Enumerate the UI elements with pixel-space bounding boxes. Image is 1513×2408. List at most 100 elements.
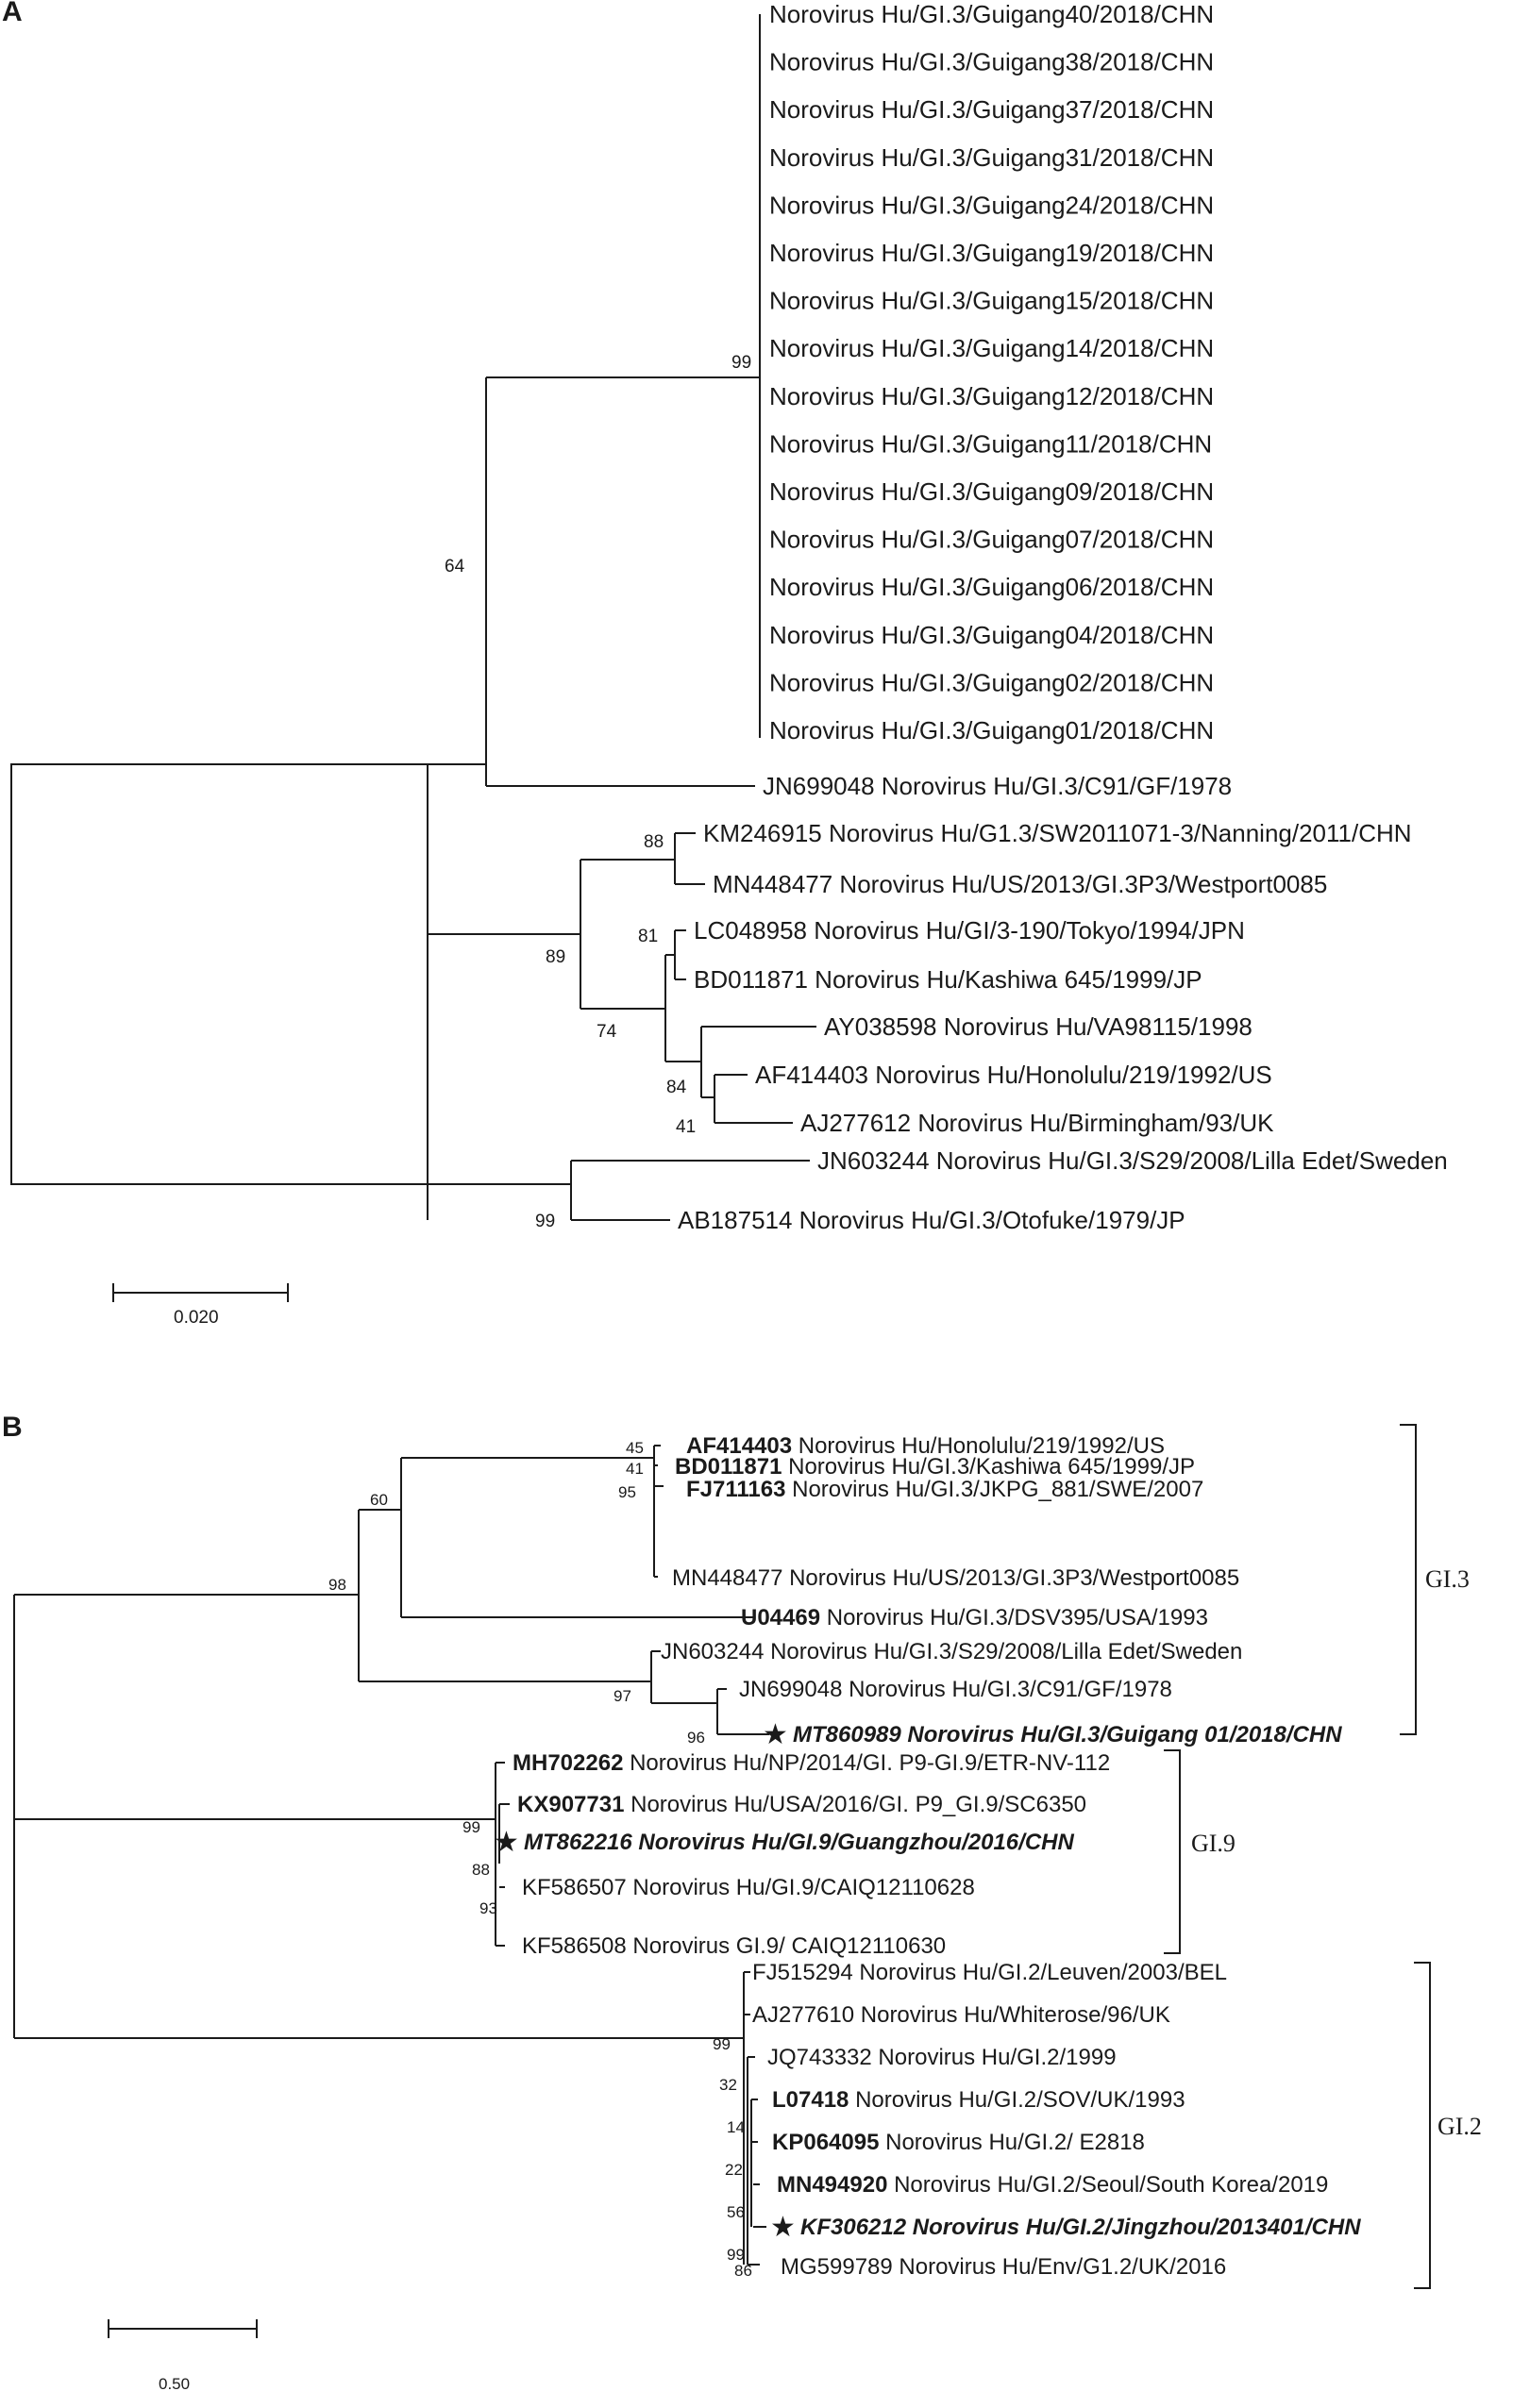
taxon-label: KF586507 Norovirus Hu/GI.9/CAIQ12110628 [522, 1875, 975, 1900]
taxon-label: Norovirus Hu/GI.3/Guigang06/2018/CHN [769, 573, 1214, 601]
taxon-label: KX907731 Norovirus Hu/USA/2016/GI. P9_GI… [517, 1792, 1086, 1817]
taxon-label: Norovirus Hu/GI.3/Guigang12/2018/CHN [769, 382, 1214, 410]
taxon-label: JN603244 Norovirus Hu/GI.3/S29/2008/Lill… [817, 1146, 1448, 1175]
accession-number: FJ711163 [686, 1477, 785, 1502]
taxon-label: Norovirus Hu/GI.3/Guigang11/2018/CHN [769, 429, 1212, 458]
star-icon: ★ [494, 1827, 519, 1858]
accession-number: AF414403 [686, 1433, 792, 1459]
star-icon: ★ [770, 2212, 796, 2243]
taxon-name: Norovirus Hu/USA/2016/GI. P9_GI.9/SC6350 [630, 1792, 1086, 1817]
bootstrap-value: 99 [462, 1818, 480, 1836]
taxon-label: AJ277610 Norovirus Hu/Whiterose/96/UK [752, 2002, 1170, 2028]
panel-a-bootstrap-values: 99 64 88 89 81 74 84 41 99 [445, 353, 751, 1231]
bootstrap-value: 41 [676, 1117, 696, 1137]
panel-b: B [2, 1412, 1482, 2393]
taxon-label: Norovirus Hu/GI.3/Guigang07/2018/CHN [769, 526, 1214, 554]
taxon-label: JN603244 Norovirus Hu/GI.3/S29/2008/Lill… [661, 1639, 1242, 1664]
panel-b-label: B [2, 1412, 23, 1443]
taxon-label: BD011871 Norovirus Hu/GI.3/Kashiwa 645/1… [675, 1454, 1195, 1480]
accession-number: KX907731 [517, 1792, 624, 1817]
panel-a-scale-bar: 0.020 [112, 1283, 289, 1328]
taxon-name: Norovirus Hu/GI.2/SOV/UK/1993 [855, 2087, 1185, 2113]
taxon-name: FJ515294 Norovirus Hu/GI.2/Leuven/2003/B… [752, 1960, 1227, 1985]
taxon-label: BD011871 Norovirus Hu/Kashiwa 645/1999/J… [694, 965, 1202, 994]
taxon-label: Norovirus Hu/GI.3/Guigang37/2018/CHN [769, 95, 1214, 124]
taxon-name: MT860989 Norovirus Hu/GI.3/Guigang 01/20… [793, 1722, 1342, 1747]
group-brackets: GI.3 GI.9 GI.2 [1164, 1424, 1482, 2289]
bootstrap-value: 88 [472, 1861, 490, 1879]
taxon-label: AF414403 Norovirus Hu/Honolulu/219/1992/… [686, 1433, 1165, 1459]
bootstrap-value: 56 [727, 2203, 745, 2221]
taxon-label: Norovirus Hu/GI.3/Guigang14/2018/CHN [769, 334, 1214, 362]
taxon-name: Norovirus Hu/Honolulu/219/1992/US [799, 1433, 1165, 1459]
bootstrap-value: 96 [687, 1729, 705, 1747]
taxon-name: Norovirus Hu/GI.2/ E2818 [885, 2130, 1145, 2155]
taxon-label: JN699048 Norovirus Hu/GI.3/C91/GF/1978 [739, 1677, 1172, 1702]
taxon-name: Norovirus Hu/GI.3/JKPG_881/SWE/2007 [792, 1477, 1203, 1502]
taxon-name: Norovirus Hu/GI.3/DSV395/USA/1993 [827, 1605, 1208, 1630]
bootstrap-value: 84 [666, 1078, 687, 1097]
taxon-label: Norovirus Hu/GI.3/Guigang02/2018/CHN [769, 668, 1214, 696]
bootstrap-value: 97 [614, 1687, 631, 1705]
taxon-label: Norovirus Hu/GI.3/Guigang01/2018/CHN [769, 716, 1214, 744]
taxon-label: KM246915 Norovirus Hu/G1.3/SW2011071-3/N… [703, 819, 1412, 847]
bootstrap-value: 64 [445, 557, 465, 577]
accession-number: KP064095 [772, 2130, 879, 2155]
taxon-name: Norovirus Hu/NP/2014/GI. P9-GI.9/ETR-NV-… [630, 1750, 1110, 1776]
panel-a-label: A [2, 0, 23, 27]
scale-bar-label: 0.020 [174, 1308, 219, 1328]
bootstrap-value: 99 [731, 353, 751, 373]
highlighted-taxon-label: KF306212 Norovirus Hu/GI.2/Jingzhou/2013… [800, 2215, 1361, 2240]
taxon-label: MH702262 Norovirus Hu/NP/2014/GI. P9-GI.… [513, 1750, 1110, 1776]
taxon-name: KF586507 Norovirus Hu/GI.9/CAIQ12110628 [522, 1875, 975, 1900]
scale-bar-label: 0.50 [159, 2375, 190, 2393]
bootstrap-value: 41 [626, 1460, 644, 1478]
taxon-label: Norovirus Hu/GI.3/Guigang40/2018/CHN [769, 0, 1214, 28]
taxon-label: AF414403 Norovirus Hu/Honolulu/219/1992/… [755, 1061, 1272, 1089]
taxon-label: Norovirus Hu/GI.3/Guigang09/2018/CHN [769, 477, 1214, 506]
panel-b-taxon-labels: AF414403 Norovirus Hu/Honolulu/219/1992/… [494, 1433, 1361, 2280]
bootstrap-value: 93 [479, 1899, 497, 1917]
bootstrap-value: 99 [713, 2035, 731, 2053]
taxon-name: Norovirus Hu/GI.3/Kashiwa 645/1999/JP [788, 1454, 1195, 1480]
taxon-name: MT862216 Norovirus Hu/GI.9/Guangzhou/201… [524, 1830, 1074, 1855]
bootstrap-value: 86 [734, 2262, 752, 2280]
bootstrap-value: 89 [546, 947, 565, 967]
taxon-name: AJ277610 Norovirus Hu/Whiterose/96/UK [752, 2002, 1170, 2028]
accession-number: U04469 [741, 1605, 820, 1630]
taxon-label: AB187514 Norovirus Hu/GI.3/Otofuke/1979/… [678, 1206, 1185, 1234]
taxon-name: Norovirus Hu/GI.2/Seoul/South Korea/2019 [894, 2172, 1328, 2198]
taxon-name: KF586508 Norovirus GI.9/ CAIQ12110630 [522, 1933, 946, 1959]
taxon-name: MN448477 Norovirus Hu/US/2013/GI.3P3/Wes… [672, 1565, 1239, 1591]
bracket-gi3 [1400, 1424, 1417, 1735]
taxon-label: FJ711163 Norovirus Hu/GI.3/JKPG_881/SWE/… [686, 1477, 1203, 1502]
bootstrap-value: 99 [535, 1212, 555, 1231]
accession-number: MH702262 [513, 1750, 623, 1776]
taxon-name: JN603244 Norovirus Hu/GI.3/S29/2008/Lill… [661, 1639, 1242, 1664]
panel-a: A [2, 0, 1448, 1328]
bootstrap-value: 60 [370, 1491, 388, 1509]
highlighted-taxon-label: MT862216 Norovirus Hu/GI.9/Guangzhou/201… [524, 1830, 1074, 1855]
taxon-label: U04469 Norovirus Hu/GI.3/DSV395/USA/1993 [741, 1605, 1208, 1630]
panel-a-branches [10, 14, 816, 1221]
bootstrap-value: 32 [719, 2076, 737, 2094]
panel-b-branches [13, 1445, 769, 2266]
panel-b-bootstrap-values: 45 41 95 60 98 97 96 99 88 93 99 32 14 2… [328, 1439, 752, 2280]
bootstrap-value: 88 [644, 832, 664, 852]
bootstrap-value: 98 [328, 1576, 346, 1594]
taxon-name: JQ743332 Norovirus Hu/GI.2/1999 [767, 2045, 1117, 2070]
taxon-label: MN448477 Norovirus Hu/US/2013/GI.3P3/Wes… [713, 870, 1327, 898]
taxon-label: JQ743332 Norovirus Hu/GI.2/1999 [767, 2045, 1117, 2070]
taxon-label: Norovirus Hu/GI.3/Guigang15/2018/CHN [769, 287, 1214, 315]
bootstrap-value: 45 [626, 1439, 644, 1457]
taxon-label: Norovirus Hu/GI.3/Guigang31/2018/CHN [769, 143, 1214, 172]
bootstrap-value: 22 [725, 2161, 743, 2179]
highlighted-taxon-label: MT860989 Norovirus Hu/GI.3/Guigang 01/20… [793, 1722, 1342, 1747]
taxon-label: MG599789 Norovirus Hu/Env/G1.2/UK/2016 [781, 2254, 1226, 2280]
taxon-label: Norovirus Hu/GI.3/Guigang24/2018/CHN [769, 191, 1214, 219]
taxon-label: FJ515294 Norovirus Hu/GI.2/Leuven/2003/B… [752, 1960, 1227, 1985]
bracket-gi9 [1164, 1749, 1181, 1954]
taxon-label: MN448477 Norovirus Hu/US/2013/GI.3P3/Wes… [672, 1565, 1239, 1591]
accession-number: MN494920 [777, 2172, 887, 2198]
